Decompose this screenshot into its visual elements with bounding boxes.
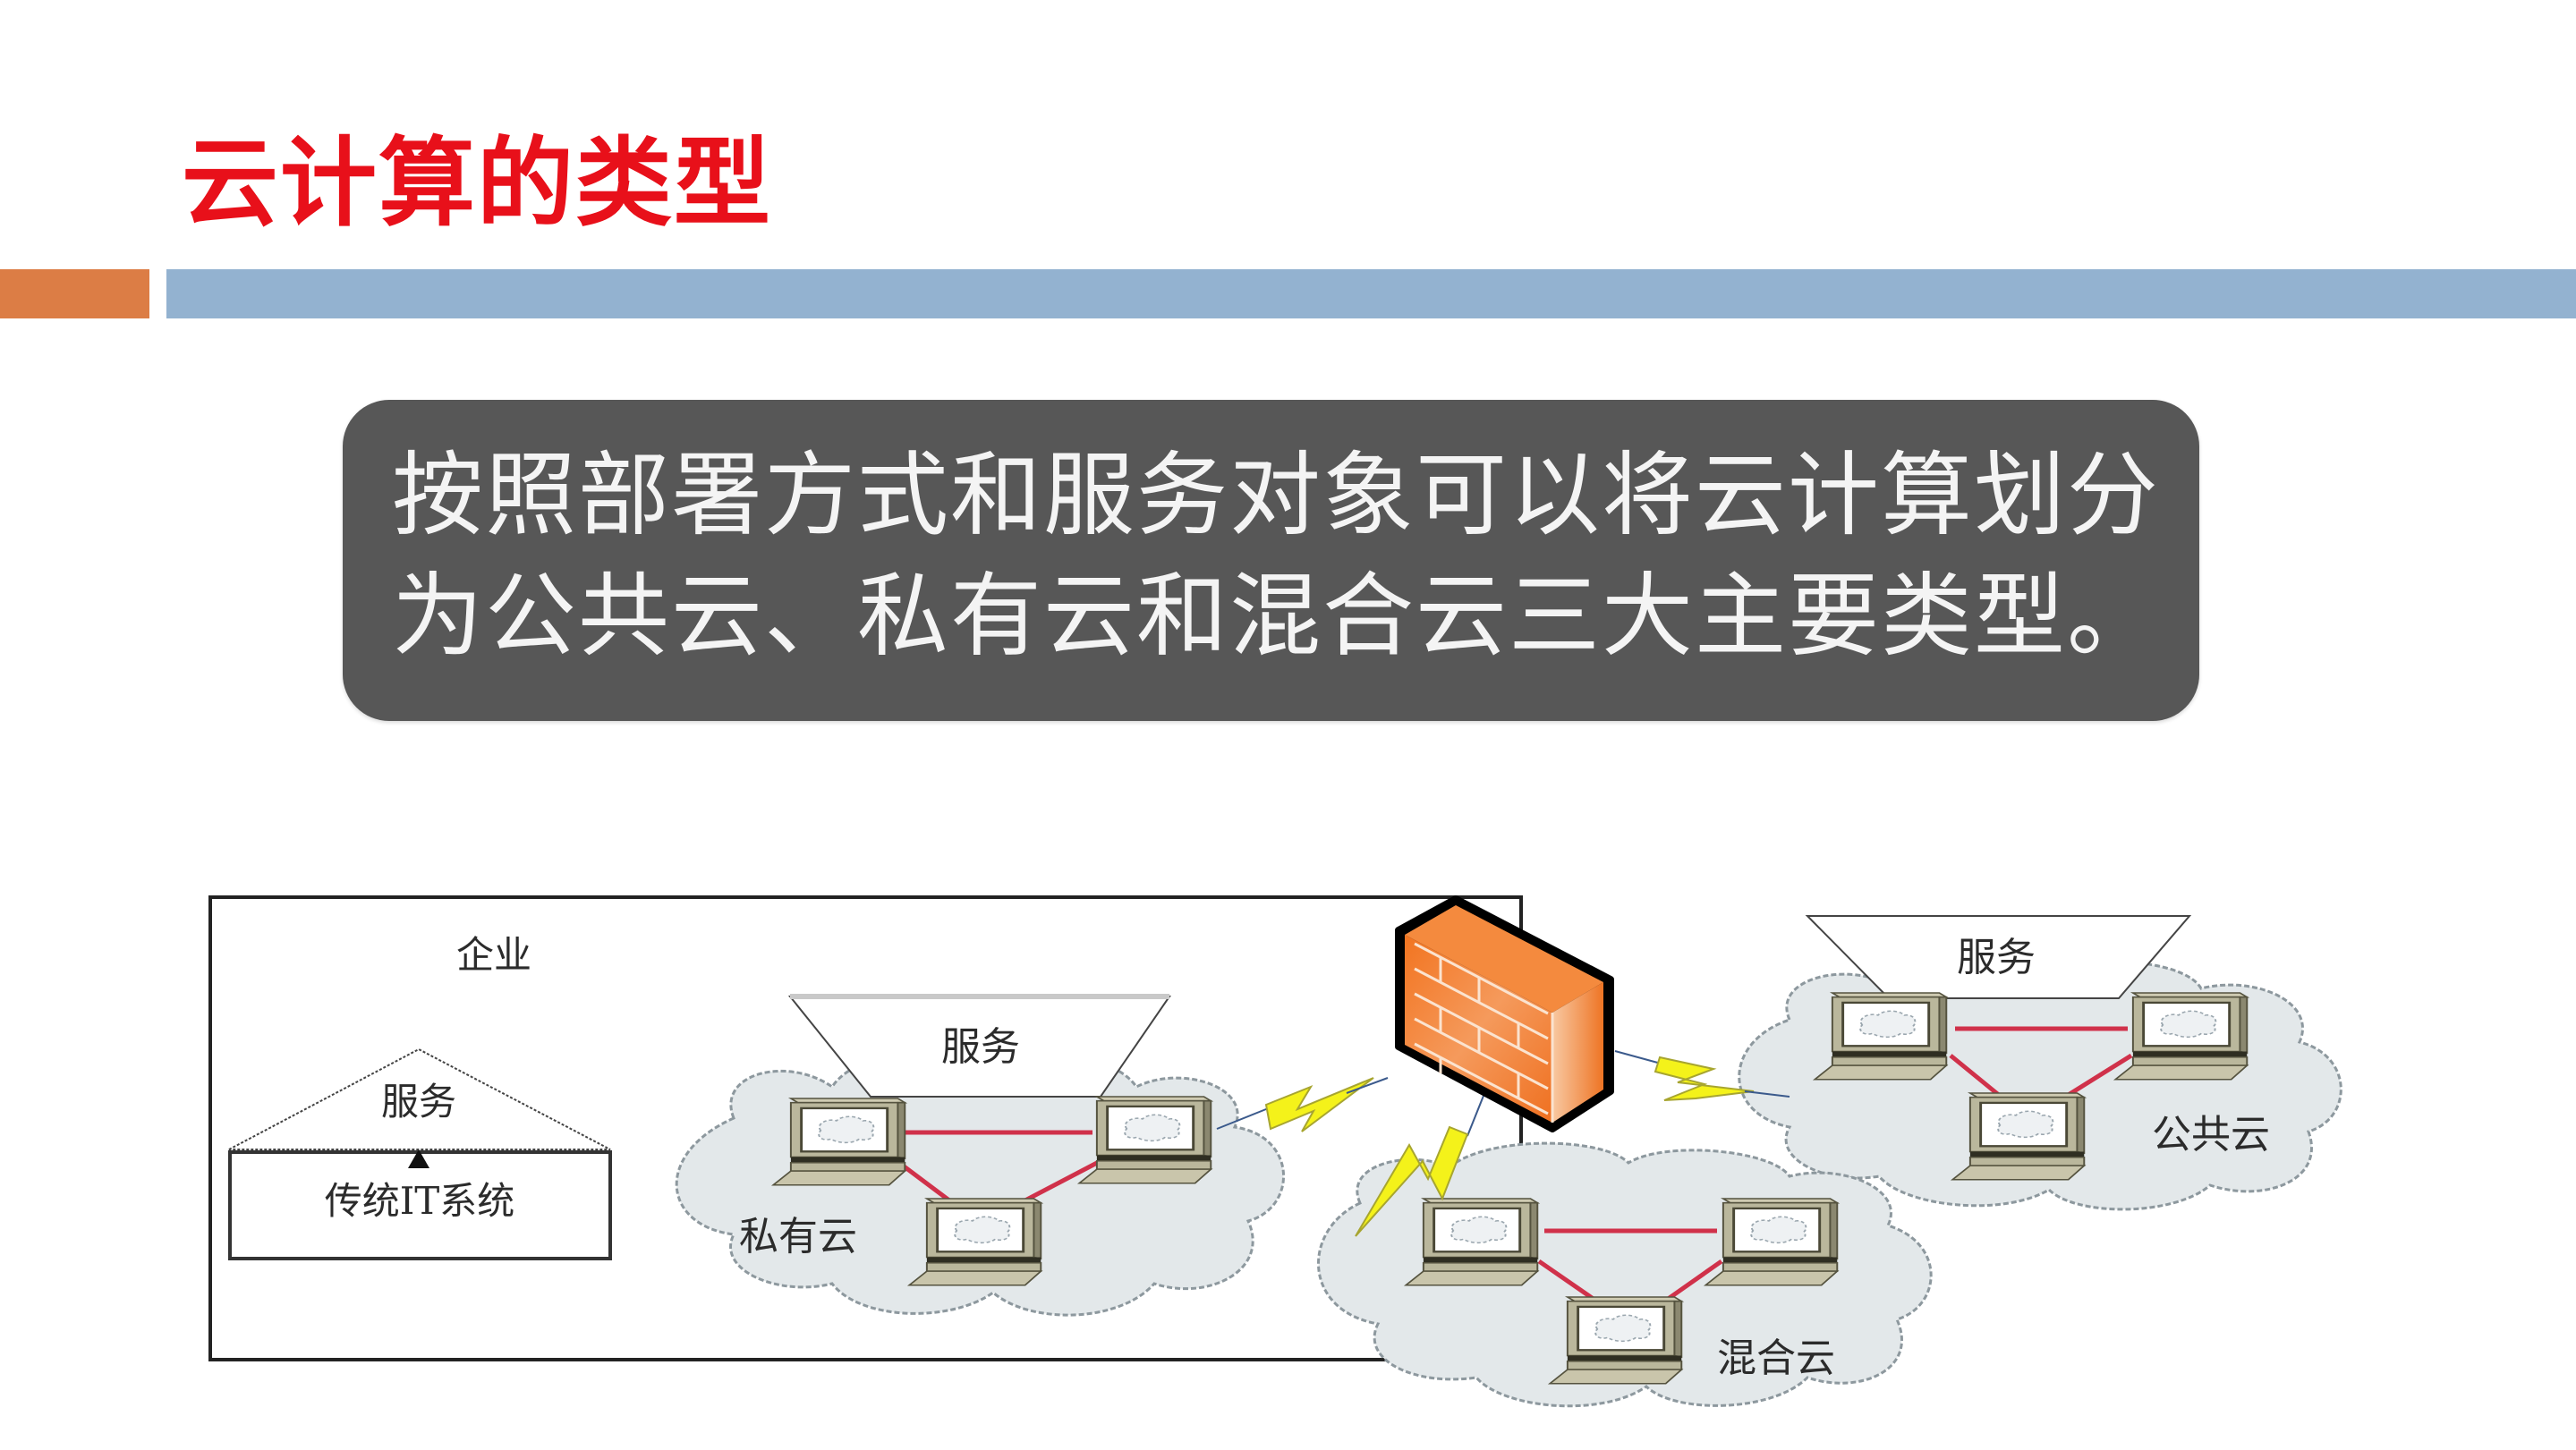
lightning-bolt-icon (1614, 1050, 1790, 1101)
private-pc-3 (907, 1197, 1042, 1287)
private-service-label: 服务 (941, 1024, 1020, 1070)
hybrid-pc-2 (1704, 1197, 1839, 1287)
hybrid-cloud-label: 混合云 (1717, 1336, 1835, 1381)
enterprise-label: 企业 (456, 933, 531, 977)
callout-line-1: 按照部署方式和服务对象可以将云计算划分 (392, 443, 2160, 549)
lightning-bolt-icon (1355, 1090, 1486, 1237)
public-service-label: 服务 (1957, 935, 2036, 980)
firewall-icon (1395, 895, 1614, 1132)
public-pc-2 (2113, 991, 2249, 1081)
traditional-service-label: 服务 (381, 1080, 456, 1124)
public-cloud-group: 服务 公共云 (1738, 915, 2342, 1211)
traditional-system-label: 传统IT系统 (325, 1179, 515, 1223)
hybrid-pc-1 (1404, 1197, 1539, 1287)
arrow-up-icon (408, 1149, 429, 1168)
header-accent-bar (0, 269, 149, 318)
traditional-it-group: 服务 传统IT系统 (228, 1047, 612, 1260)
callout-line-2: 为公共云、私有云和混合云三大主要类型。 (392, 564, 2160, 670)
service-roof (228, 1047, 611, 1150)
hybrid-cloud-group: 混合云 (1317, 1141, 1933, 1408)
public-pc-1 (1813, 991, 1948, 1081)
private-cloud-group: 服务 私有云 (675, 994, 1286, 1317)
header-divider-bar (166, 269, 2576, 318)
private-pc-1 (771, 1097, 906, 1187)
public-cloud-label: 公共云 (2152, 1112, 2270, 1157)
lightning-bolt-icon (1216, 1077, 1389, 1132)
private-cloud-label: 私有云 (739, 1214, 857, 1259)
summary-callout: 按照部署方式和服务对象可以将云计算划分 为公共云、私有云和混合云三大主要类型。 (343, 400, 2199, 721)
public-service-funnel (1805, 915, 2192, 999)
enterprise-boundary (208, 895, 1523, 1361)
slide-title: 云计算的类型 (182, 127, 773, 240)
public-pc-3 (1951, 1091, 2086, 1182)
hybrid-pc-3 (1548, 1295, 1683, 1386)
callout-text: 按照部署方式和服务对象可以将云计算划分 为公共云、私有云和混合云三大主要类型。 (392, 436, 2164, 677)
private-pc-2 (1077, 1095, 1212, 1185)
